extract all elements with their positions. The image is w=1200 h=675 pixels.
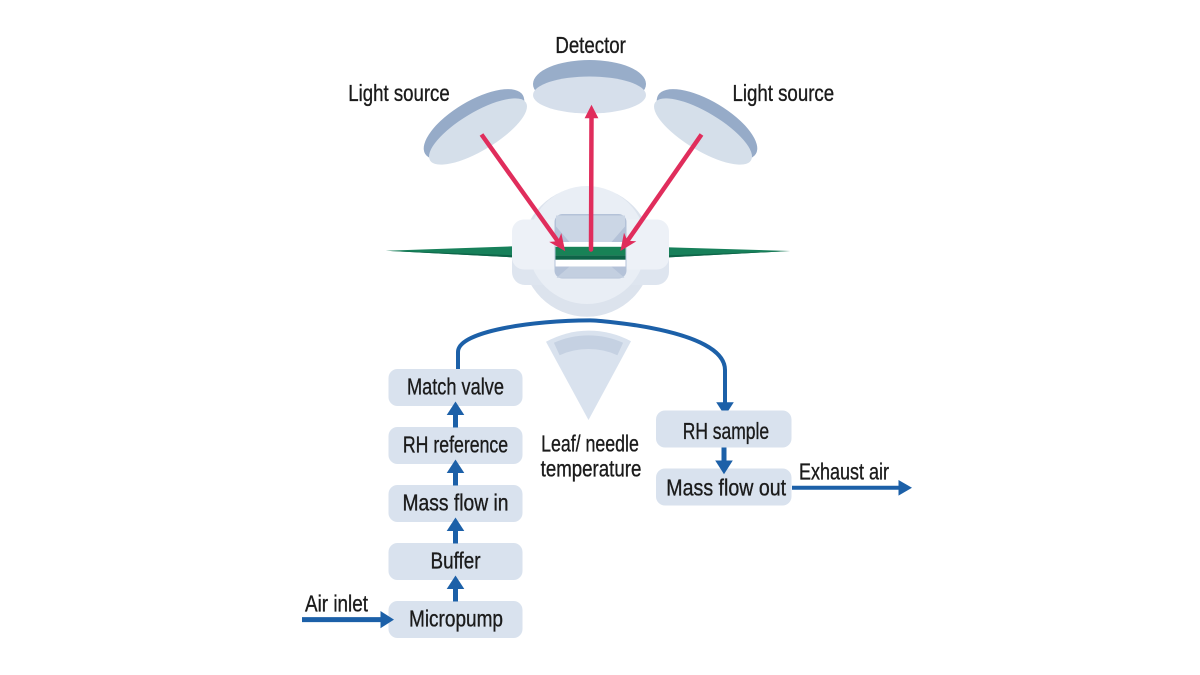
svg-text:Exhaust air: Exhaust air bbox=[799, 459, 889, 485]
svg-text:Light source: Light source bbox=[348, 80, 449, 106]
svg-text:Air inlet: Air inlet bbox=[305, 591, 368, 617]
svg-text:Buffer: Buffer bbox=[431, 548, 481, 574]
svg-text:Match valve: Match valve bbox=[407, 374, 504, 400]
svg-text:Detector: Detector bbox=[555, 32, 626, 58]
svg-text:Leaf/ needle: Leaf/ needle bbox=[541, 431, 639, 457]
svg-text:Mass flow out: Mass flow out bbox=[666, 475, 786, 501]
svg-text:Mass flow in: Mass flow in bbox=[403, 490, 509, 516]
svg-text:Light source: Light source bbox=[732, 80, 834, 106]
svg-text:temperature: temperature bbox=[541, 455, 642, 481]
svg-text:RH sample: RH sample bbox=[683, 418, 769, 444]
svg-text:Micropump: Micropump bbox=[409, 606, 503, 632]
svg-text:RH reference: RH reference bbox=[403, 432, 508, 458]
